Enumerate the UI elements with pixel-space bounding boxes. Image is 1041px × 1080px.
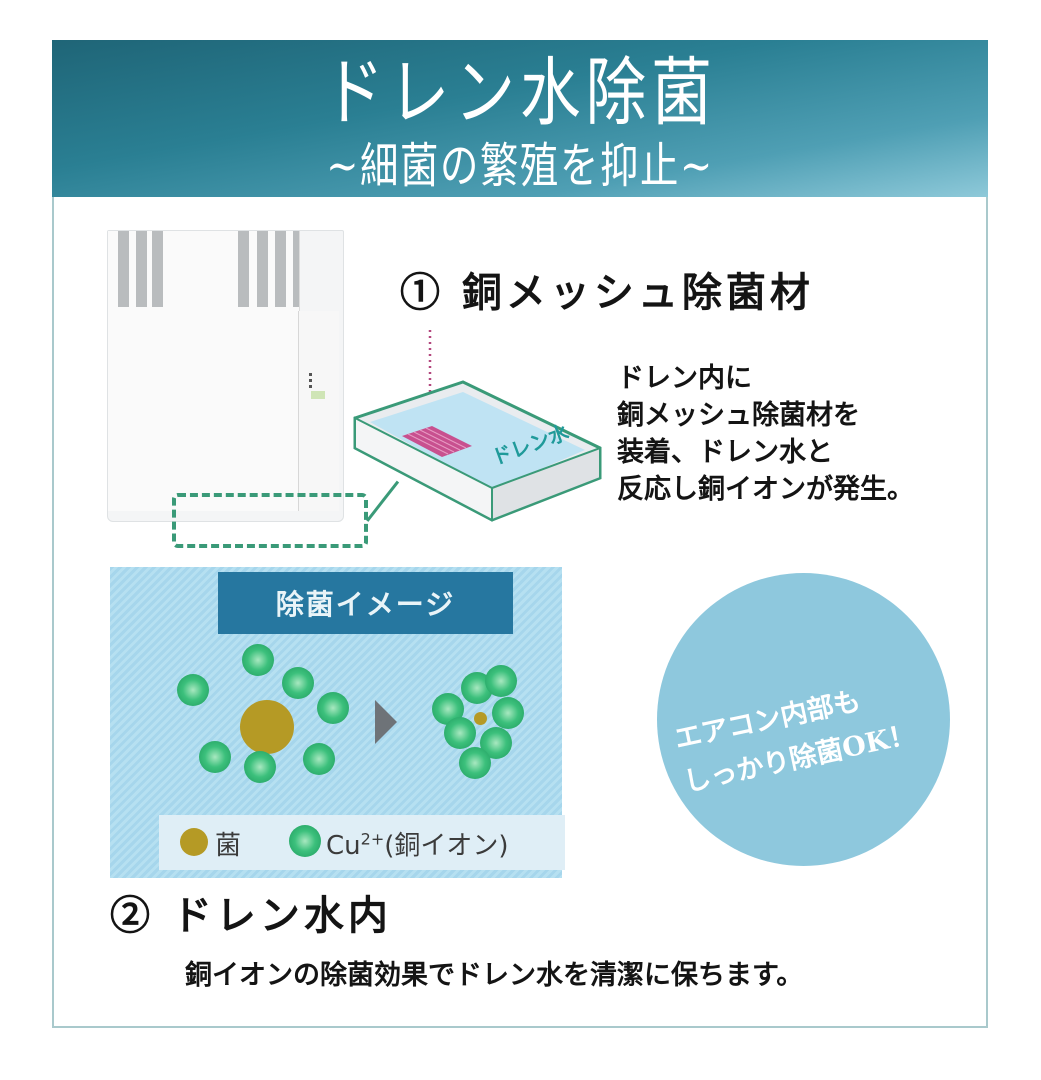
section2-description: 銅イオンの除菌効果でドレン水を清潔に保ちます。 xyxy=(185,960,804,991)
section1-title: ① 銅メッシュ除菌材 xyxy=(400,269,814,316)
ion-legend-icon xyxy=(289,825,321,857)
ac-vent-slat xyxy=(275,231,286,307)
ac-vent-slat xyxy=(136,231,147,307)
ion-symbol: Cu xyxy=(326,831,361,861)
germ-legend-icon xyxy=(183,831,205,853)
ac-vent-slat xyxy=(257,231,268,307)
bubble-text: エアコン内部も しっかり除菌OK！ xyxy=(671,665,944,805)
copper-ion-icon xyxy=(492,697,524,729)
page-title: ドレン水除菌 xyxy=(323,50,717,136)
ac-vent-slat xyxy=(152,231,163,307)
copper-ion-icon xyxy=(199,741,231,773)
copper-ion-icon xyxy=(303,743,335,775)
sterilization-label: 除菌イメージ xyxy=(218,572,513,634)
callout-bubble: エアコン内部も しっかり除菌OK！ xyxy=(657,573,950,866)
tray-water xyxy=(370,392,585,490)
ion-legend-label: Cu2+(銅イオン) xyxy=(326,825,509,862)
sterilization-diagram: 除菌イメージ 菌 Cu2+(銅イオン) xyxy=(110,567,565,878)
copper-ion-icon xyxy=(485,665,517,697)
germ-legend-label: 菌 xyxy=(215,831,242,861)
ion-name: (銅イオン) xyxy=(384,831,509,861)
air-conditioner-illustration xyxy=(107,230,344,522)
copper-ion-icon xyxy=(242,644,274,676)
description-line: ドレン内に xyxy=(617,363,752,394)
legend: 菌 Cu2+(銅イオン) xyxy=(159,815,565,870)
ac-vent-slat xyxy=(118,231,129,307)
copper-mesh xyxy=(402,426,472,457)
ac-vent-slat xyxy=(238,231,249,307)
copper-ion-icon xyxy=(444,717,476,749)
ac-control-panel xyxy=(298,311,339,511)
copper-ion-icon xyxy=(177,674,209,706)
ac-vent-slat xyxy=(293,231,299,307)
header-banner: ドレン水除菌 ~細菌の繁殖を抑止~ xyxy=(52,40,988,197)
germ-icon xyxy=(474,712,487,725)
copper-ion-icon xyxy=(282,667,314,699)
description-line: 装着、ドレン水と xyxy=(617,437,833,468)
copper-ion-icon xyxy=(317,692,349,724)
ac-panel xyxy=(164,231,238,511)
tray-side-wall xyxy=(491,446,601,522)
mesh-grid-icon xyxy=(407,427,467,455)
copper-ion-icon xyxy=(244,751,276,783)
section2-title: ② ドレン水内 xyxy=(110,892,392,939)
description-line: 反応し銅イオンが発生。 xyxy=(617,474,914,505)
ac-indicator-light xyxy=(309,373,312,376)
ac-indicator-light xyxy=(309,385,312,388)
arrow-right-icon xyxy=(375,700,397,744)
description-line: 銅メッシュ除菌材を xyxy=(617,400,860,431)
drain-highlight-box xyxy=(172,493,368,548)
copper-ion-icon xyxy=(459,747,491,779)
section1-description: ドレン内に 銅メッシュ除菌材を 装着、ドレン水と 反応し銅イオンが発生。 xyxy=(617,360,914,508)
drain-tray-illustration: ドレン水 xyxy=(353,330,602,522)
ac-display xyxy=(311,391,325,399)
ac-indicator-light xyxy=(309,379,312,382)
page-subtitle: ~細菌の繁殖を抑止~ xyxy=(326,138,714,194)
ion-charge: 2+ xyxy=(360,829,385,849)
germ-icon xyxy=(243,703,291,751)
